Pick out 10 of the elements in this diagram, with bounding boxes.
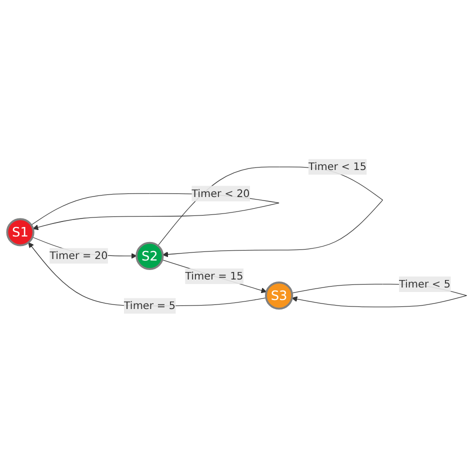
edge-label: Timer < 5: [398, 278, 450, 290]
edge-label: Timer < 15: [308, 160, 366, 173]
node-circle: S2: [136, 242, 164, 270]
edge-label: Timer = 20: [50, 249, 108, 262]
arrow: [162, 260, 267, 294]
edge-label: Timer = 5: [124, 300, 176, 312]
edge-label: Timer = 15: [185, 270, 244, 282]
node-circle: S1: [6, 218, 34, 246]
node-circle: S3: [265, 282, 294, 310]
edge-label: Timer < 20: [192, 187, 250, 200]
